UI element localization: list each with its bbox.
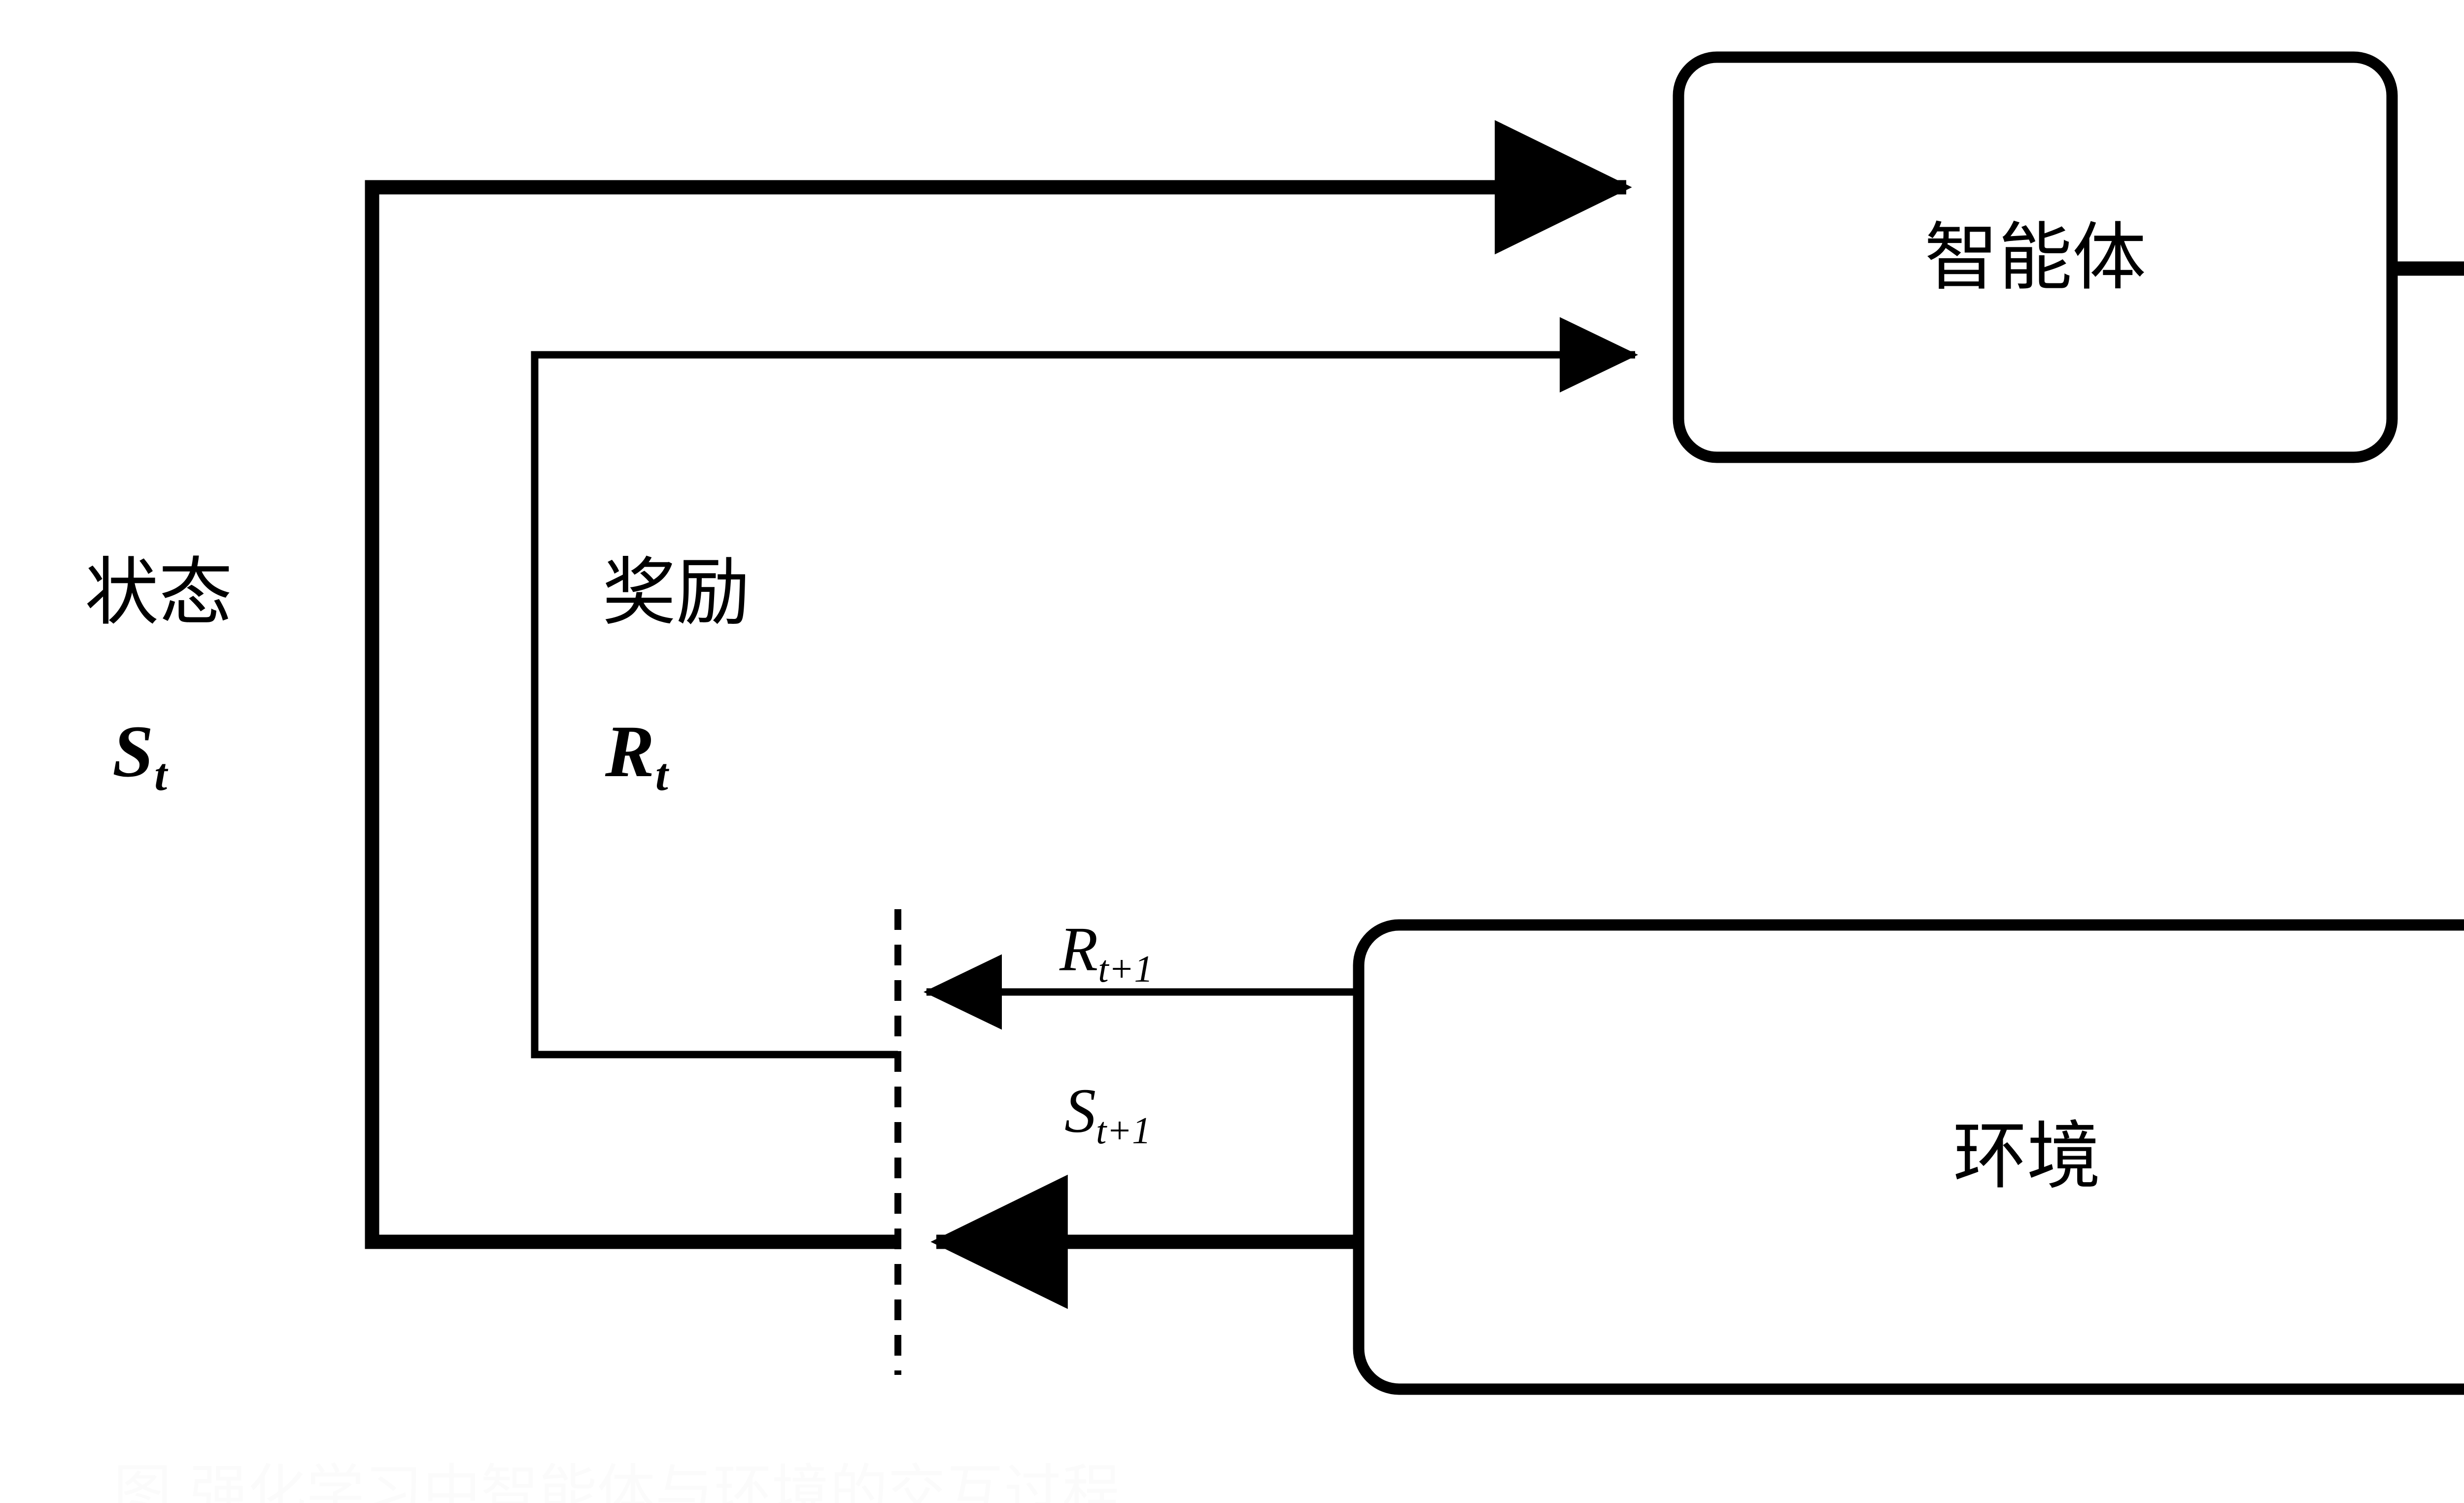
state-edge-path — [365, 120, 1632, 1249]
next-state-symbol-base: S — [1064, 1076, 1096, 1146]
environment-box[interactable] — [1353, 919, 2464, 1395]
next-reward-symbol-subscript: t+1 — [1098, 948, 1153, 991]
reward-symbol-subscript: t — [655, 749, 668, 800]
agent-label: 智能体 — [1924, 215, 2146, 301]
environment-label: 环境 — [1952, 1114, 2101, 1199]
next-reward-symbol: Rt+1 — [1060, 918, 1153, 988]
state-label-text: 状态 — [85, 550, 233, 636]
next-state-symbol: St+1 — [1064, 1079, 1151, 1150]
state-symbol-subscript: t — [154, 749, 168, 800]
figure-caption: 图 强化学习中智能体与环境的交互过程 — [113, 1463, 1121, 1503]
agent-box[interactable] — [1673, 51, 2398, 463]
reward-symbol: Rt — [605, 715, 668, 798]
state-symbol: St — [112, 715, 167, 798]
state-symbol-base: S — [112, 711, 154, 792]
reward-label-text: 奖励 — [602, 550, 751, 636]
next-reward-symbol-base: R — [1060, 914, 1098, 984]
reward-edge-path — [531, 317, 1639, 1059]
next-state-symbol-subscript: t+1 — [1096, 1110, 1151, 1152]
reward-symbol-base: R — [605, 711, 655, 792]
